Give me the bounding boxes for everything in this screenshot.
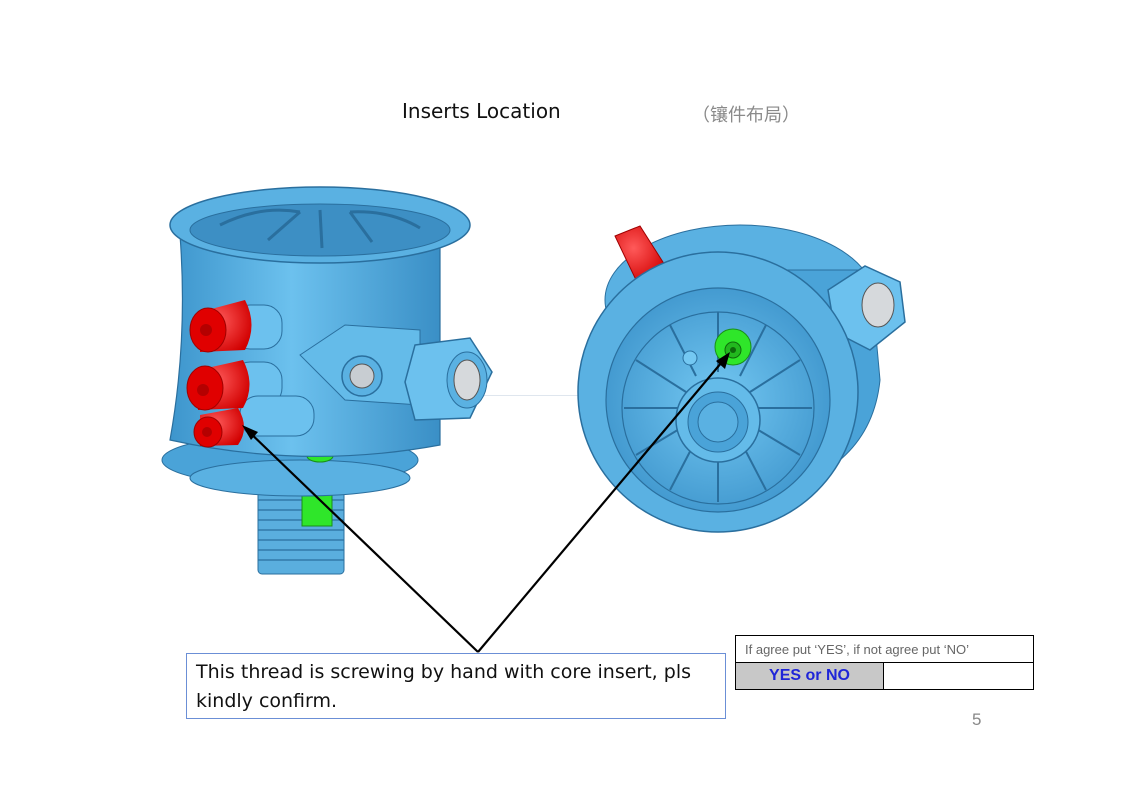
confirmation-instruction: If agree put ‘YES’, if not agree put ‘NO… (735, 635, 1034, 663)
page-title: Inserts Location (402, 99, 561, 123)
page-title-chinese: （镶件布局） (692, 105, 800, 126)
page-number: 5 (972, 710, 982, 729)
threaded-outlet (257, 487, 345, 575)
pointer-arrows (244, 355, 728, 653)
red-inserts-left (186, 300, 252, 448)
yes-or-no-label: YES or NO (735, 662, 884, 690)
arrowhead-left (242, 425, 258, 440)
answer-field[interactable] (883, 662, 1034, 690)
arrowhead-right (716, 352, 730, 369)
green-insert-bottom (301, 493, 333, 527)
right-valve-body-view (577, 224, 906, 533)
divider-line (180, 395, 820, 396)
note-box: This thread is screwing by hand with cor… (186, 653, 726, 719)
confirmation-table: If agree put ‘YES’, if not agree put ‘NO… (735, 635, 1034, 690)
left-valve-body-view (161, 186, 493, 575)
